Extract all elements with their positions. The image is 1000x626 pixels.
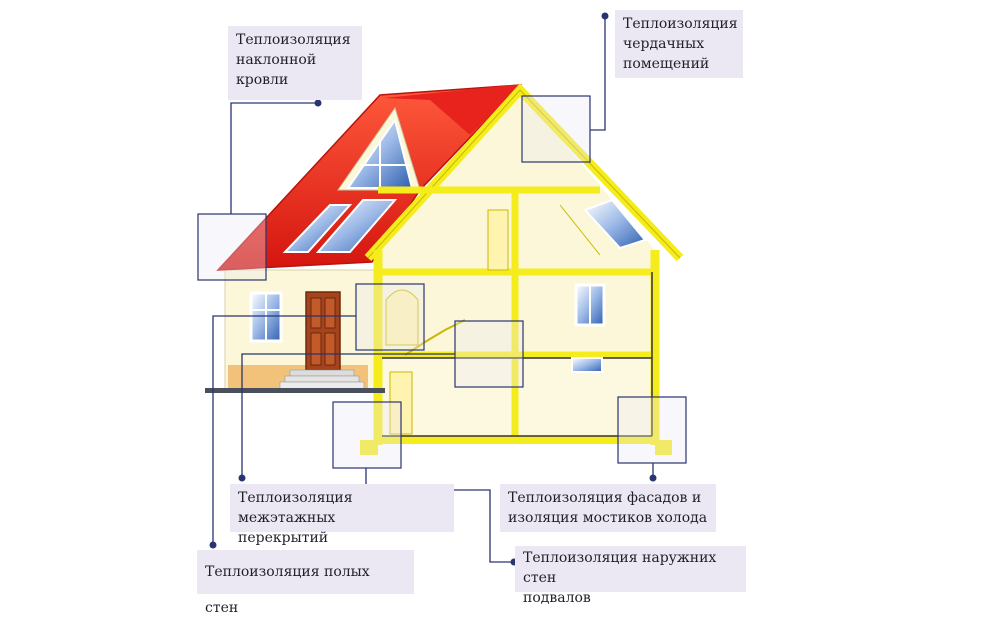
front-door — [306, 292, 340, 370]
callout-box-attic — [522, 96, 590, 162]
callout-box-basement — [333, 402, 401, 468]
ground-line — [205, 388, 385, 393]
label-basement-wall-insulation: Теплоизоляция наружних стен подвалов — [515, 546, 746, 592]
callout-box-roof — [198, 214, 266, 280]
basement-window — [572, 358, 602, 372]
label-cavity-wall-insulation: Теплоизоляция полых стен — [197, 550, 414, 594]
label-interfloor-insulation: Теплоизоляция межэтажных перекрытий — [230, 484, 454, 532]
label-sloped-roof-insulation: Теплоизоляция наклонной кровли — [228, 26, 362, 100]
label-attic-insulation: Теплоизоляция чердачных помещений — [615, 10, 743, 78]
callout-box-walls — [356, 284, 424, 350]
callout-box-facade — [618, 397, 686, 463]
entrance-steps — [280, 370, 364, 389]
interior-door — [488, 210, 508, 270]
callout-box-interfloor — [455, 321, 523, 387]
window-second-floor — [576, 285, 604, 325]
label-facade-insulation: Теплоизоляция фасадов и изоляция мостико… — [500, 484, 716, 532]
facade-window — [251, 293, 281, 341]
